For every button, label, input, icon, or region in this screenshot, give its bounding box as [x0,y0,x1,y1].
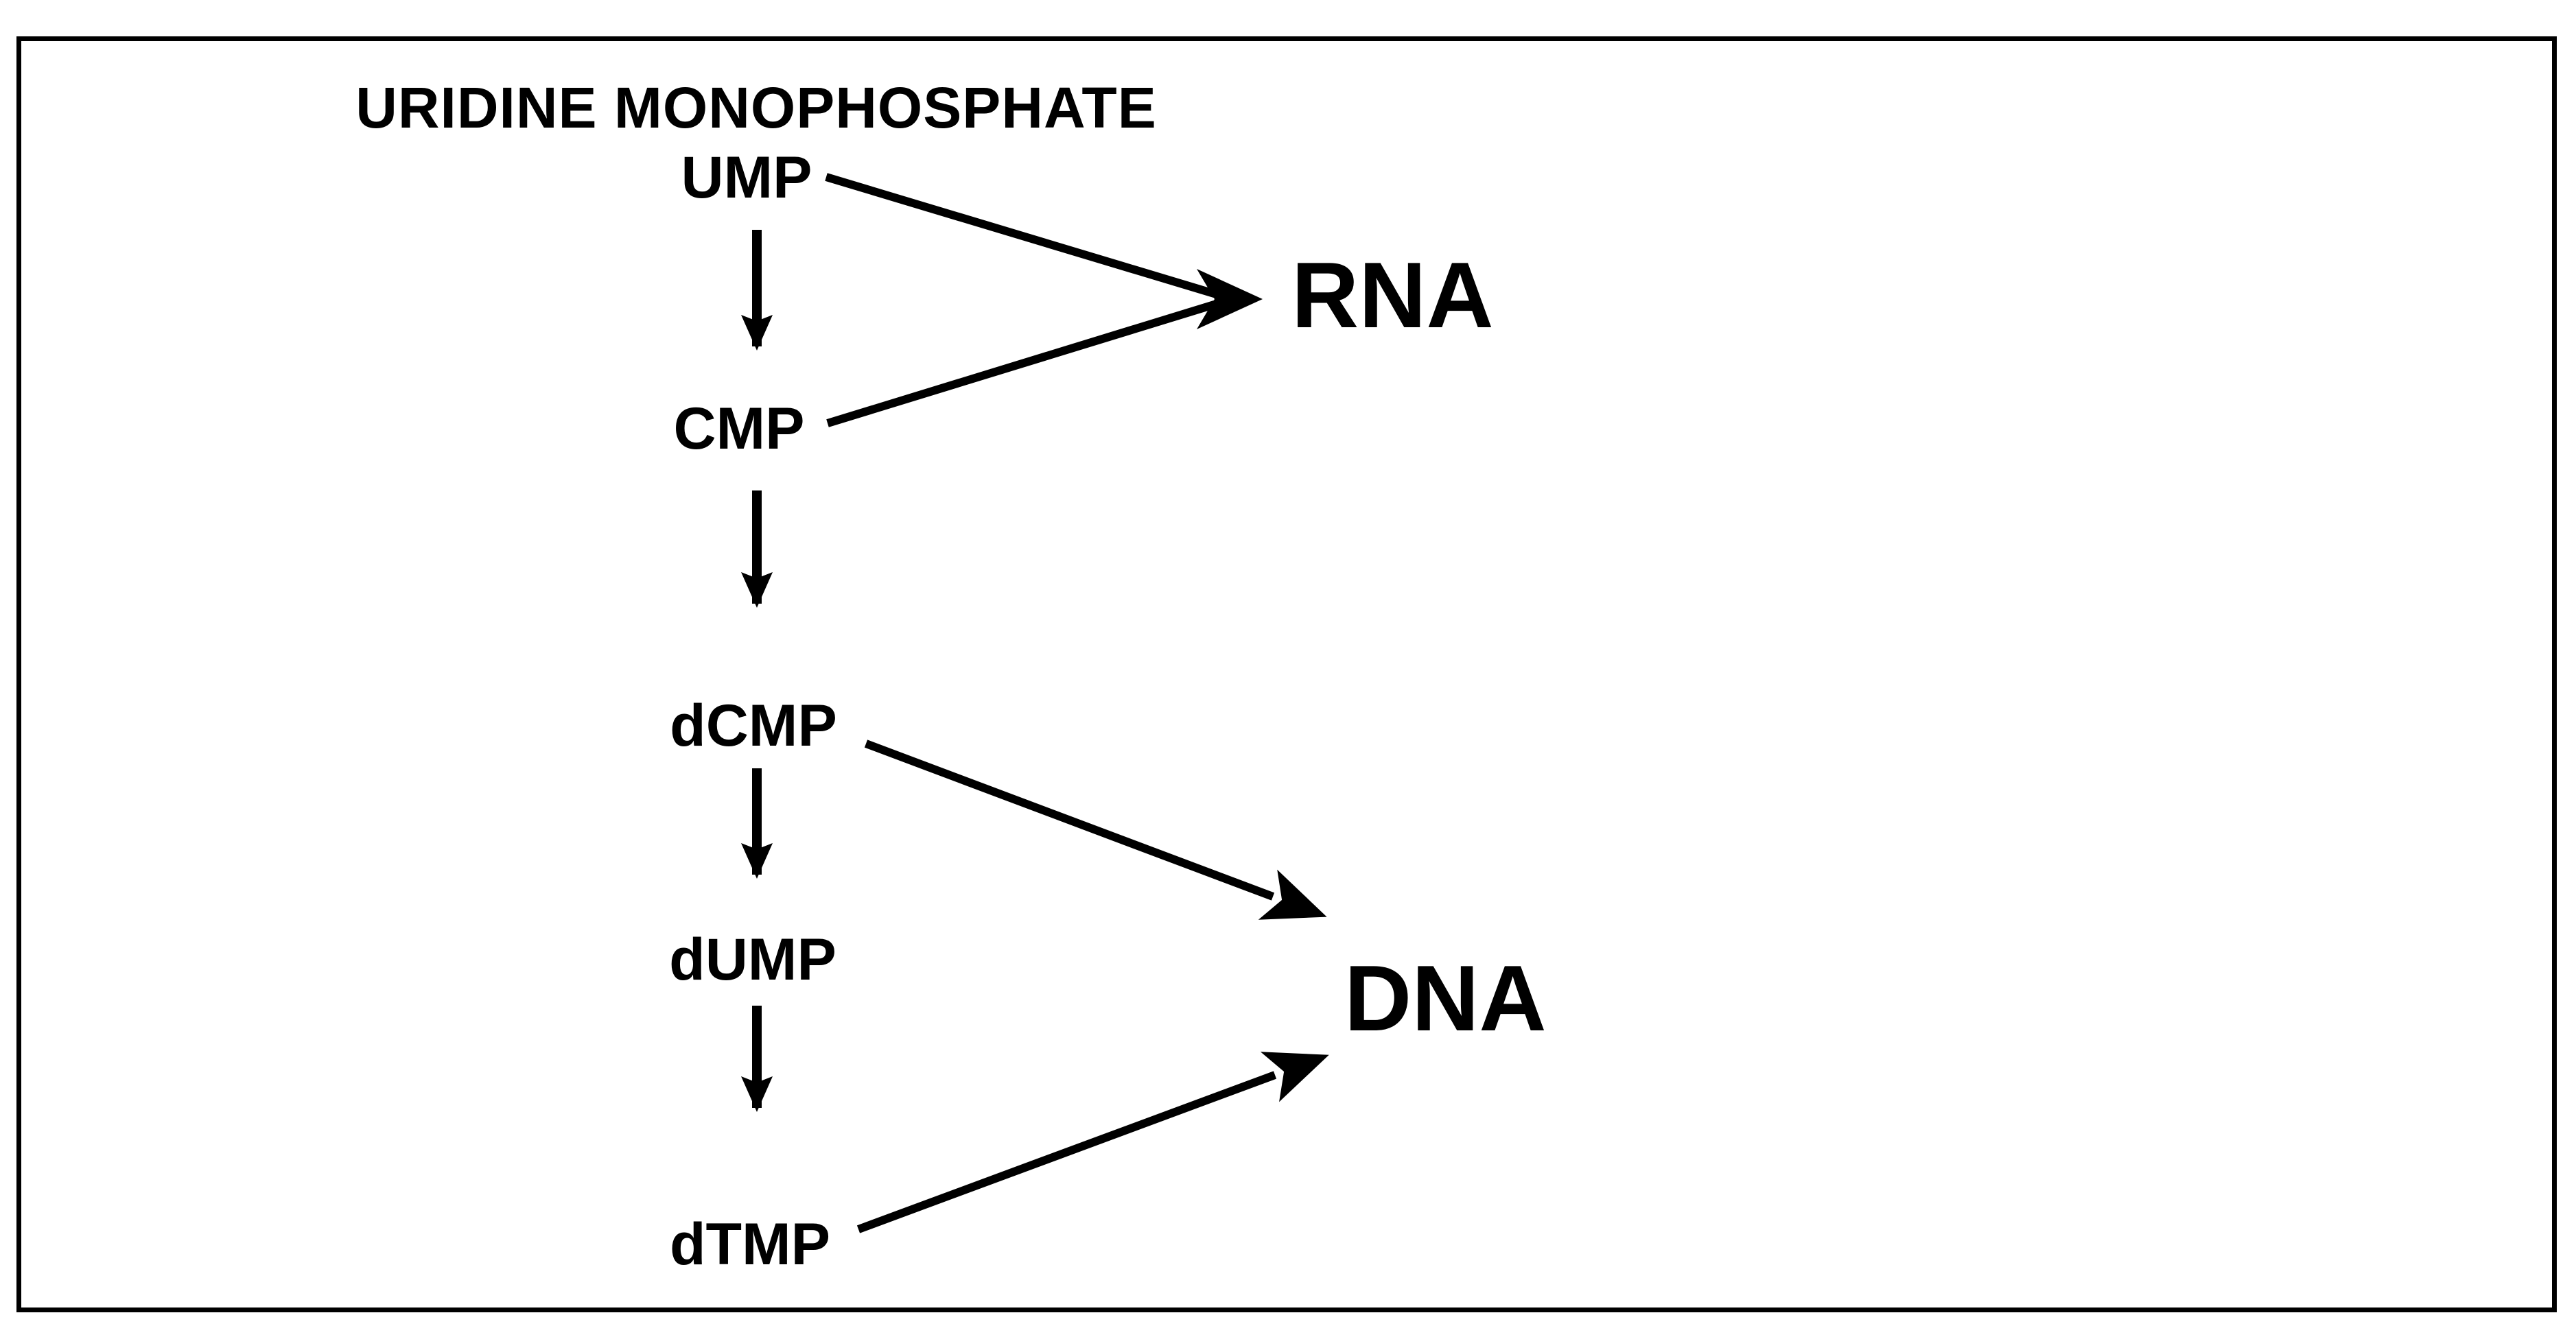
node-cmp: CMP [673,396,804,462]
node-dna: DNA [1344,946,1547,1050]
node-ump: UMP [681,145,812,211]
arrowhead-to-rna [1197,269,1263,329]
arrow-dtmp-to-dna [856,1052,1329,1233]
node-rna: RNA [1291,243,1494,347]
diagram-frame [16,36,2557,1312]
node-dcmp: dCMP [670,693,837,759]
diagram-title: URIDINE MONOPHOSPHATE [355,75,1157,140]
node-dtmp: dTMP [670,1211,830,1277]
arrow-cmp-to-rna [826,299,1220,427]
node-dump: dUMP [669,927,836,993]
arrow-ump-to-rna [825,173,1220,299]
arrow-dcmp-to-dna [864,740,1327,920]
